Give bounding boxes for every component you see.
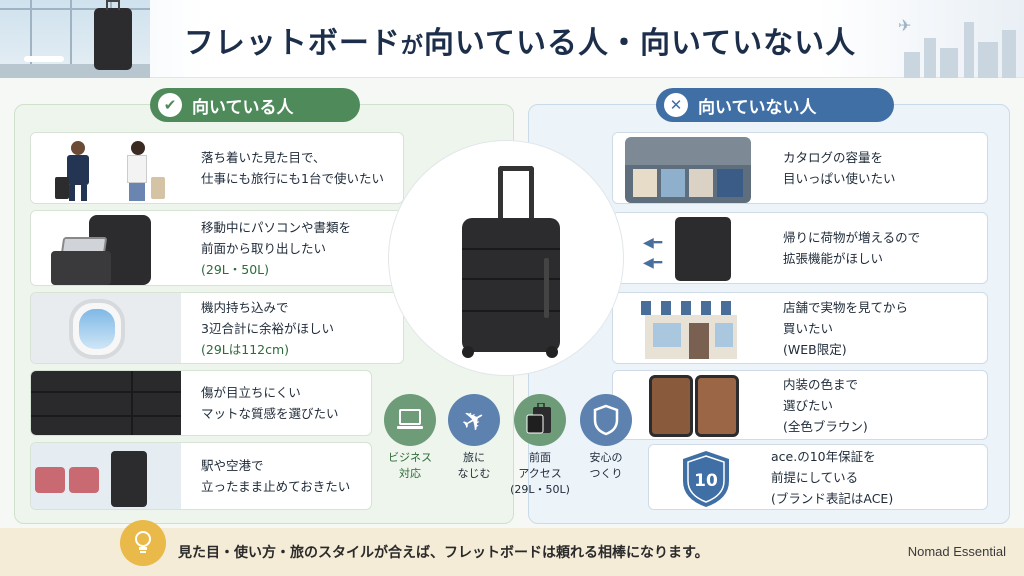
commuters-illustration bbox=[31, 133, 181, 203]
airplane-icon: ✈ bbox=[898, 16, 912, 35]
bad-item-3: 店舗で実物を見てから 買いたい (WEB限定) bbox=[612, 292, 988, 364]
footer: 見た目・使い方・旅のスタイルが合えば、フレットボードは頼れる相棒になります。 N… bbox=[0, 520, 1024, 576]
arrow-left-icon: ◀━ bbox=[643, 255, 663, 271]
feature-front-access-label: 前面アクセス(29L・50L) bbox=[510, 451, 570, 496]
lightbulb-icon bbox=[120, 520, 166, 566]
good-item-3: 機内持ち込みで 3辺合計に余裕がほしい (29Lは112cm) bbox=[30, 292, 404, 364]
bad-item-4: 内装の色まで 選びたい (全色ブラウン) bbox=[612, 370, 988, 440]
bad-item-5: 10 ace.の10年保証を 前提にしている (ブランド表記はACE) bbox=[648, 444, 988, 510]
shield-icon bbox=[580, 394, 632, 446]
brown-interior-illustration bbox=[613, 371, 763, 439]
open-suitcase-packed-illustration bbox=[613, 133, 763, 203]
warranty-badge: 10 bbox=[649, 445, 763, 509]
page-title: フレットボードが向いている人・向いていない人 bbox=[183, 26, 857, 61]
matte-texture-illustration bbox=[31, 371, 181, 435]
brand-name: Nomad Essential bbox=[907, 544, 1006, 559]
header: フレットボードが向いている人・向いていない人 ✈ bbox=[0, 0, 1024, 78]
feature-travel-label: 旅になじむ bbox=[457, 451, 491, 480]
front-pocket-suitcase-illustration bbox=[31, 211, 181, 285]
feature-safety-label: 安心のつくり bbox=[589, 451, 623, 480]
good-item-2: 移動中にパソコンや書類を 前面から取り出したい (29L・50L) bbox=[30, 210, 404, 286]
front-pocket-icon bbox=[514, 394, 566, 446]
suitcase-icon bbox=[94, 8, 132, 70]
bad-item-1: カタログの容量を 目いっぱい使いたい bbox=[612, 132, 988, 204]
airplane-icon: ✈ bbox=[448, 394, 500, 446]
station-bench-illustration bbox=[31, 443, 181, 509]
poor-fit-heading: ✕ 向いていない人 bbox=[656, 88, 894, 122]
footer-message: 見た目・使い方・旅のスタイルが合えば、フレットボードは頼れる相棒になります。 bbox=[178, 545, 709, 561]
shield-icon: 10 bbox=[683, 451, 729, 507]
bad-item-2: ◀━ ◀━ 帰りに荷物が増えるので 拡張機能がほしい bbox=[612, 212, 988, 284]
good-fit-heading: ✔ 向いている人 bbox=[150, 88, 360, 122]
feature-business-label: ビジネス対応 bbox=[388, 451, 432, 480]
arrow-left-icon: ◀━ bbox=[643, 235, 663, 251]
good-item-4: 傷が目立ちにくい マットな質感を選びたい bbox=[30, 370, 372, 436]
airplane-window-illustration bbox=[31, 293, 181, 363]
cross-icon: ✕ bbox=[664, 93, 688, 117]
check-icon: ✔ bbox=[158, 93, 182, 117]
svg-text:10: 10 bbox=[694, 471, 718, 491]
laptop-icon bbox=[384, 394, 436, 446]
good-item-5: 駅や空港で 立ったまま止めておきたい bbox=[30, 442, 372, 510]
good-item-1: 落ち着いた見た目で、 仕事にも旅行にも1台で使いたい bbox=[30, 132, 404, 204]
storefront-illustration bbox=[613, 293, 763, 363]
airport-window-illustration bbox=[0, 0, 150, 78]
city-skyline-illustration: ✈ bbox=[884, 0, 1024, 78]
expansion-suitcase-illustration: ◀━ ◀━ bbox=[613, 213, 763, 283]
